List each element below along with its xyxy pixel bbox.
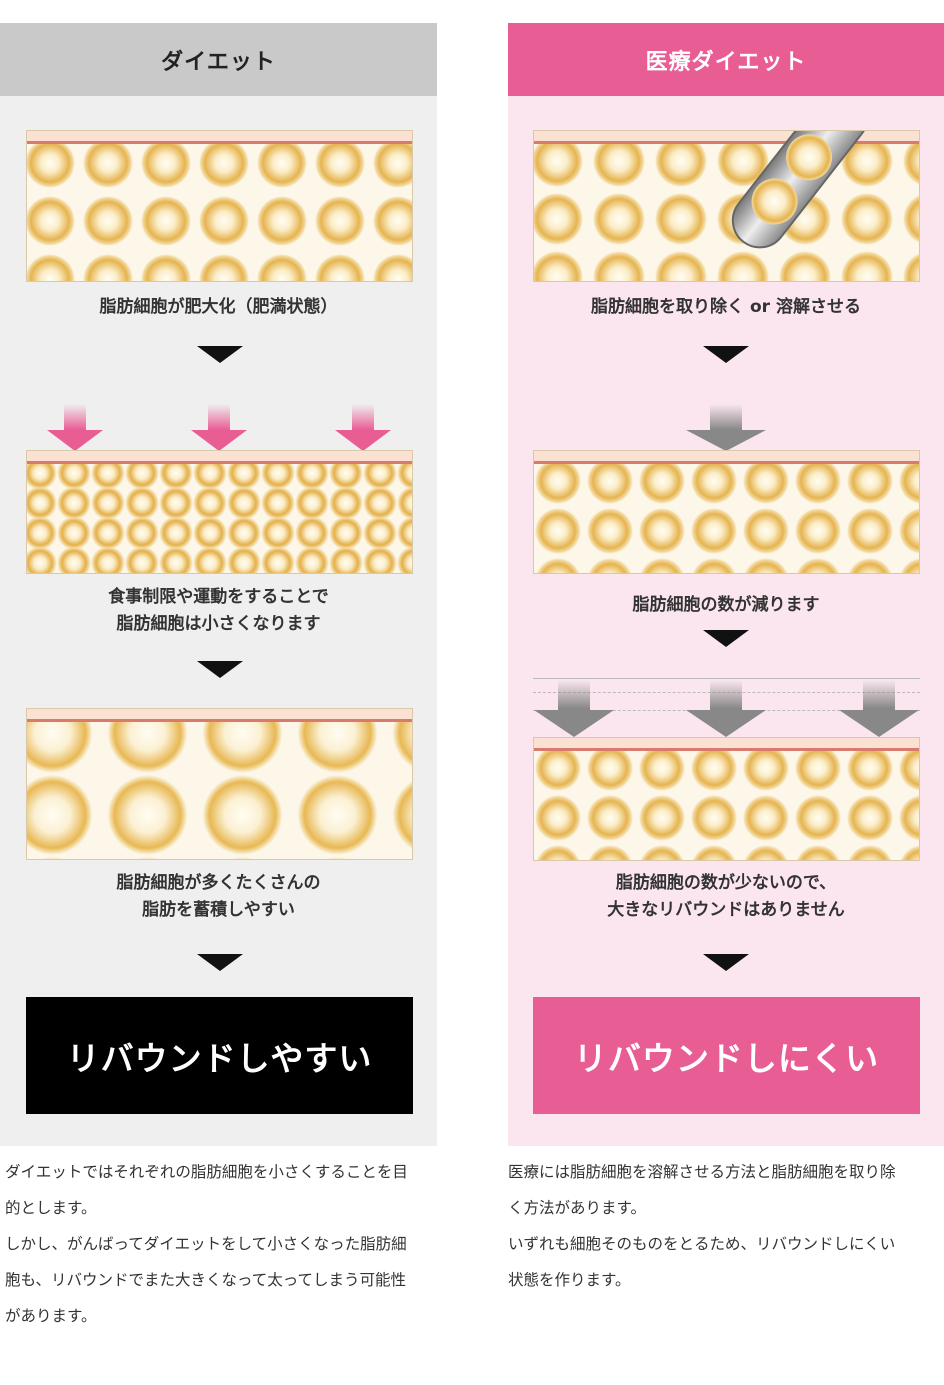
pink-down-arrow-icon [191,404,247,451]
down-triangle-icon [197,954,243,971]
diet-caption-1: 脂肪細胞が肥大化（肥満状態） [99,297,338,317]
fewer-fat-cells-illustration [533,450,920,574]
diet-note-line-5: があります。 [5,1307,97,1325]
down-triangle-icon [197,661,243,678]
medical-diet-header: 医療ダイエット [508,23,944,96]
medical-caption-2: 脂肪細胞の数が減ります [632,595,820,615]
down-triangle-icon [703,630,749,647]
down-triangle-icon [703,346,749,363]
down-triangle-icon [197,346,243,363]
diet-note-line-2: 的とします。 [5,1199,97,1217]
medical-caption-1: 脂肪細胞を取り除く or 溶解させる [591,297,861,317]
diet-caption-3: 脂肪細胞が多くたくさんの 脂肪を蓄積しやすい [0,870,437,924]
medical-note-line-1: 医療には脂肪細胞を溶解させる方法と脂肪細胞を取り除 [508,1163,896,1181]
diet-note-line-1: ダイエットではそれぞれの脂肪細胞を小さくすることを目 [5,1163,408,1181]
diet-caption-2-line-1: 食事制限や運動をすることで [108,587,329,607]
gray-down-arrow-icon [686,404,766,451]
down-triangle-icon [703,954,749,971]
gray-down-arrow-icon [534,680,614,737]
cannula-icon [731,131,869,249]
pink-down-arrow-icon [47,404,103,451]
diet-note-line-4: 胞も、リバウンドでまた大きくなって太ってしまう可能性 [5,1271,406,1289]
few-fat-cells-illustration [533,737,920,861]
diet-caption-2: 食事制限や運動をすることで 脂肪細胞は小さくなります [0,584,437,638]
shrunk-fat-cells-illustration [26,450,413,574]
enlarged-fat-cells-illustration [26,130,413,282]
medical-note: 医療には脂肪細胞を溶解させる方法と脂肪細胞を取り除 く方法があります。 いずれも… [508,1154,944,1298]
medical-caption-3-line-2: 大きなリバウンドはありません [607,900,845,920]
diet-caption-3-line-2: 脂肪を蓄積しやすい [142,900,295,920]
medical-caption-3-line-1: 脂肪細胞の数が少ないので、 [615,873,837,893]
diet-note-line-3: しかし、がんばってダイエットをして小さくなった脂肪細 [5,1235,407,1253]
pink-down-arrow-icon [335,404,391,451]
fat-removal-illustration [533,130,920,282]
diet-caption-2-line-2: 脂肪細胞は小さくなります [116,614,321,634]
diet-caption-3-line-1: 脂肪細胞が多くたくさんの [116,873,321,893]
medical-note-line-3: いずれも細胞そのものをとるため、リバウンドしにくい [508,1235,896,1253]
medical-note-line-2: く方法があります。 [508,1199,646,1217]
reference-line [533,678,920,679]
gray-down-arrow-icon [686,680,766,737]
gray-down-arrow-icon [839,680,919,737]
rebound-hard-result: リバウンドしにくい [533,997,920,1114]
rebound-easy-result: リバウンドしやすい [26,997,413,1114]
many-large-fat-cells-illustration [26,708,413,860]
diet-note: ダイエットではそれぞれの脂肪細胞を小さくすることを目 的とします。 しかし、がん… [5,1154,445,1334]
diet-header: ダイエット [0,23,437,96]
medical-note-line-4: 状態を作ります。 [508,1271,631,1289]
medical-caption-3: 脂肪細胞の数が少ないので、 大きなリバウンドはありません [508,870,944,924]
